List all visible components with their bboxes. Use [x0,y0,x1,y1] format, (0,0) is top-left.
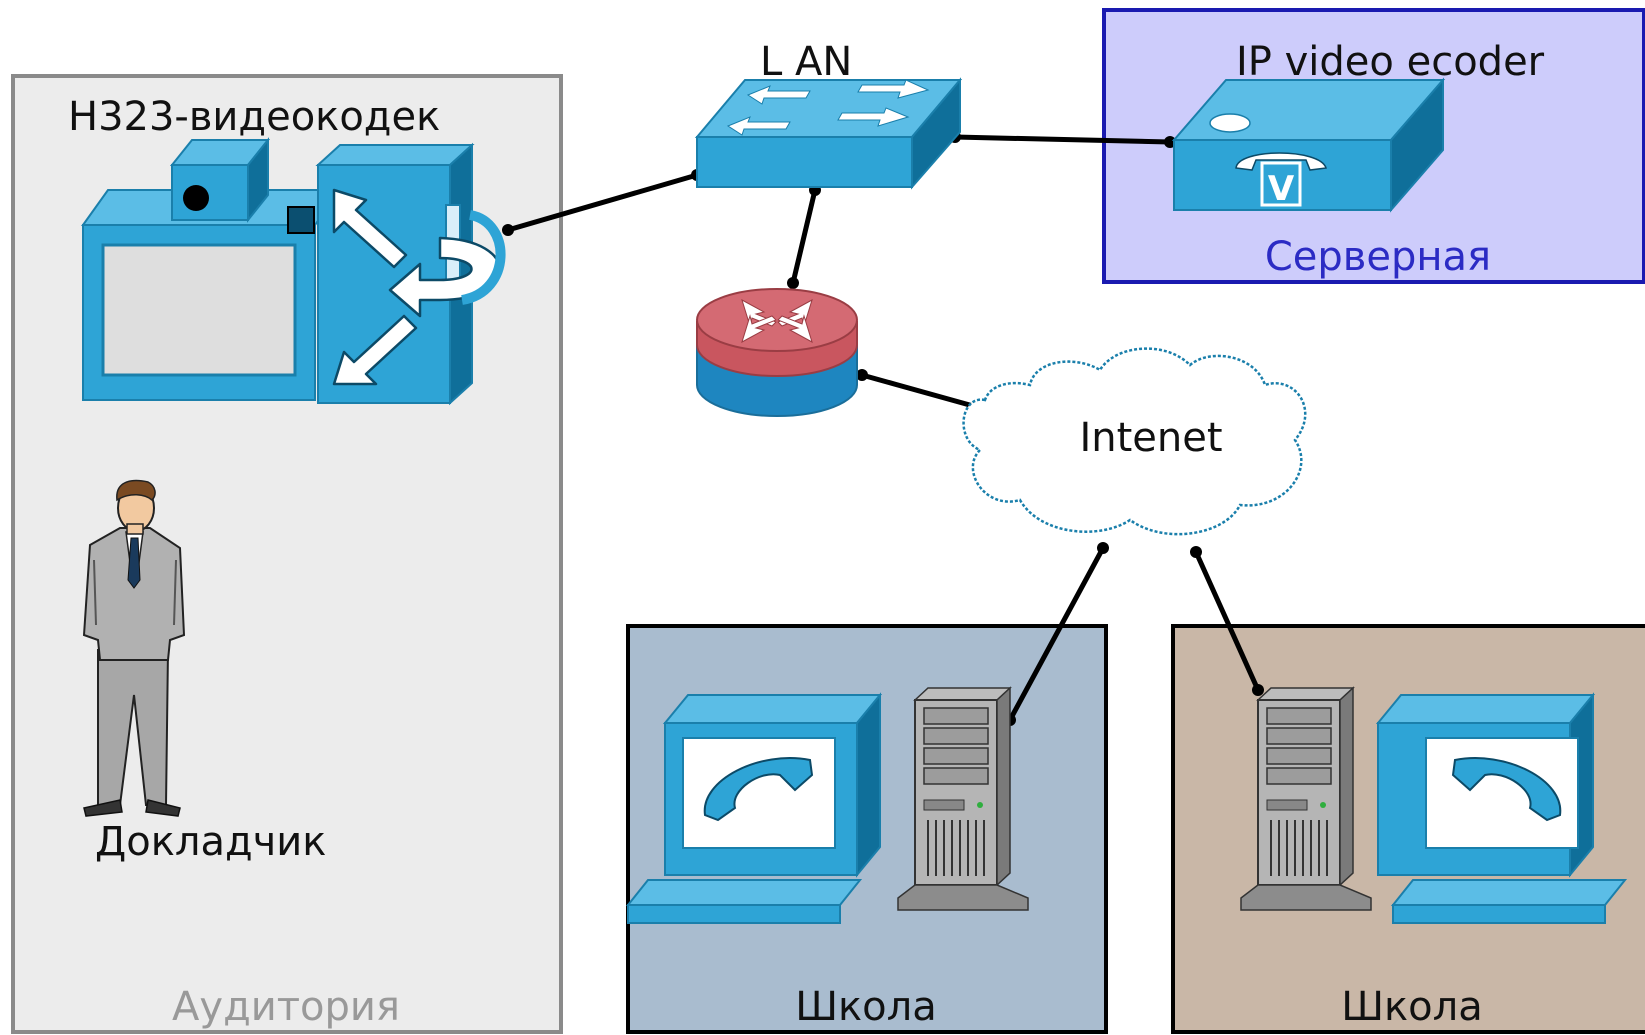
workstation-icon [625,692,883,924]
person-icon [82,479,186,817]
link-internet-school2 [1193,549,1261,693]
svg-text:V: V [1268,169,1295,209]
auditorium-label: Аудитория [172,984,400,1030]
speaker-label: Докладчик [95,819,326,865]
link-internet-school1 [1007,545,1106,723]
cloud-icon [962,347,1307,536]
school-label-2: Школа [1341,984,1482,1030]
workstation-icon [1375,692,1628,924]
school-label-1: Школа [795,984,936,1030]
lan-switch-icon [694,77,963,190]
internet-label: Intenet [1079,415,1222,461]
server-tower-icon [1240,686,1372,911]
link-lan-encoder [952,134,1173,145]
codec-label: H323-видеокодек [68,94,440,140]
router-icon [696,288,858,417]
link-lan-router [790,187,818,286]
camera-codec-icon [81,137,506,406]
server-room-label: Серверная [1265,234,1491,280]
ip-phone-encoder-icon: V [1171,77,1446,213]
server-tower-icon [897,686,1029,911]
encoder-label: IP video ecoder [1236,39,1545,85]
lan-label: L AN [760,39,852,85]
link-codec-lan [505,172,700,233]
